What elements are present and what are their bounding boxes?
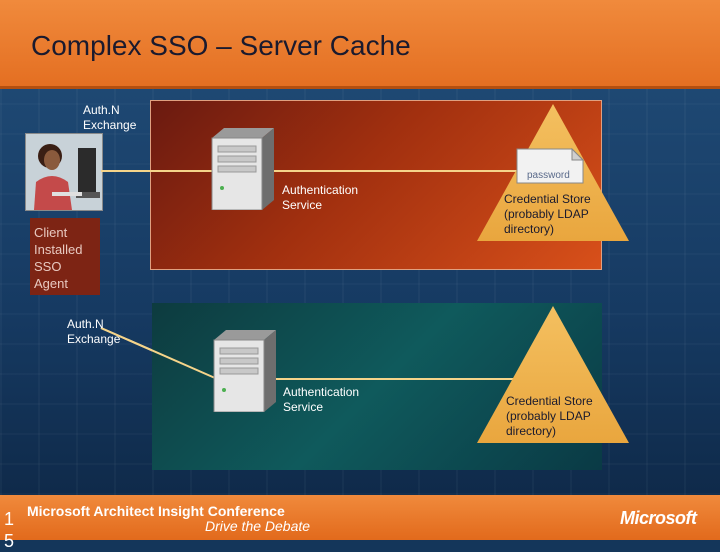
client-agent-box [30,218,100,295]
top-authn-exchange-label: Auth.N Exchange [83,103,137,132]
header-divider [0,86,720,89]
top-credential-store-label: Credential Store (probably LDAP director… [504,192,591,236]
user-photo [25,133,103,211]
slide-title: Complex SSO – Server Cache [31,30,411,61]
bottom-server-icon [213,330,276,412]
bottom-authn-exchange-label: Auth.N Exchange [67,317,121,346]
password-document-icon [516,148,584,184]
top-auth-service-label: Authentication Service [282,183,359,212]
conference-name: Microsoft Architect Insight Conference [27,503,285,519]
microsoft-logo: Microsoft [620,508,697,528]
bottom-credential-store-label: Credential Store (probably LDAP director… [506,394,593,438]
bottom-credential-store-triangle [477,306,629,443]
bottom-exchange-arrow [100,327,535,380]
header-bar [0,0,720,86]
client-agent-label: Client Installed SSO Agent [34,225,83,291]
password-label: password [527,170,570,181]
top-server-icon [211,128,274,210]
conference-tagline: Drive the Debate [205,518,311,534]
bottom-auth-service-label: Authentication Service [283,385,360,414]
page-number: 15 [4,509,15,551]
footer-bar [0,495,720,540]
